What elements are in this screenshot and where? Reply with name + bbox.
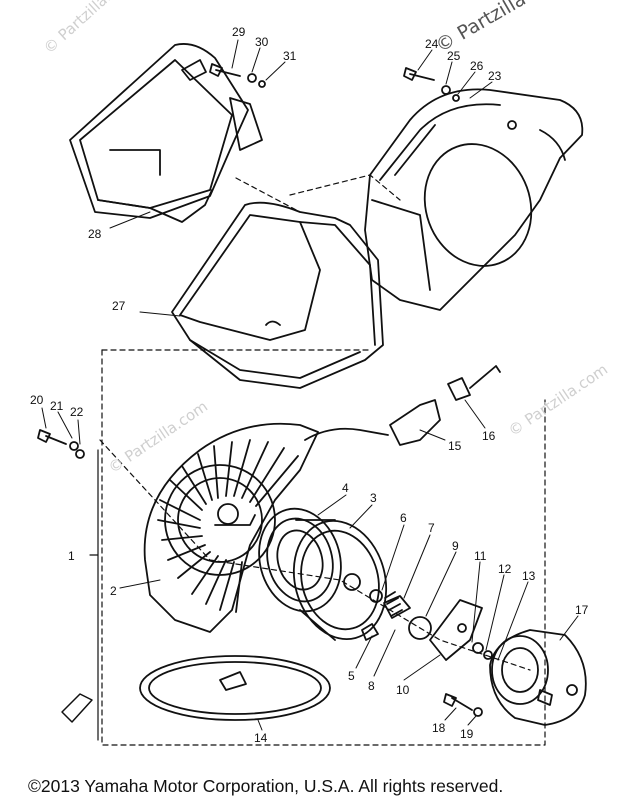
callout-8: 8: [368, 679, 375, 693]
friction-plate-part: [429, 599, 493, 661]
callout-6: 6: [400, 511, 407, 525]
fan-shroud-part: [364, 88, 584, 311]
callout-27: 27: [112, 299, 126, 313]
callout-1-bracket: [89, 449, 99, 741]
callout-3: 3: [370, 491, 377, 505]
callout-29: 29: [232, 25, 246, 39]
callout-21: 21: [50, 399, 64, 413]
assembly-guide-lines: [99, 174, 546, 746]
rope-tag-part: [61, 693, 93, 723]
callout-15: 15: [448, 439, 462, 453]
callout-30: 30: [255, 35, 269, 49]
callout-17: 17: [575, 603, 589, 617]
callout-19: 19: [460, 727, 474, 741]
callout-7: 7: [428, 521, 435, 535]
callout-14: 14: [254, 731, 268, 745]
callout-numbers: 29 30 31 24 25 26 23 28 27 20 21 22 15 1…: [30, 25, 589, 745]
starter-rope-part: [139, 655, 331, 721]
callout-11: 11: [474, 549, 487, 563]
callout-25: 25: [447, 49, 461, 63]
callout-9: 9: [452, 539, 459, 553]
starter-handle-part: [304, 365, 501, 446]
bolt-fasteners: [37, 63, 483, 717]
recoil-pulley-part: [258, 507, 388, 641]
callout-leaders: [41, 39, 579, 731]
callout-13: 13: [522, 569, 536, 583]
callout-10: 10: [396, 683, 410, 697]
callout-12: 12: [498, 562, 512, 576]
starter-case-part: [143, 422, 319, 633]
air-box-part: [69, 43, 263, 223]
callout-1: 1: [68, 549, 75, 563]
callout-4: 4: [342, 481, 349, 495]
callout-31: 31: [283, 49, 297, 63]
callout-26: 26: [470, 59, 484, 73]
callout-22: 22: [70, 405, 84, 419]
callout-28: 28: [88, 227, 102, 241]
callout-5: 5: [348, 669, 355, 683]
callout-23: 23: [488, 69, 502, 83]
callout-24: 24: [425, 37, 439, 51]
copyright-notice: ©2013 Yamaha Motor Corporation, U.S.A. A…: [28, 776, 504, 796]
callout-2: 2: [110, 584, 117, 598]
pawl-parts: [361, 589, 432, 641]
callout-18: 18: [432, 721, 446, 735]
starter-cup-part: [489, 629, 587, 726]
intake-duct-part: [171, 201, 384, 389]
callout-20: 20: [30, 393, 44, 407]
callout-16: 16: [482, 429, 496, 443]
